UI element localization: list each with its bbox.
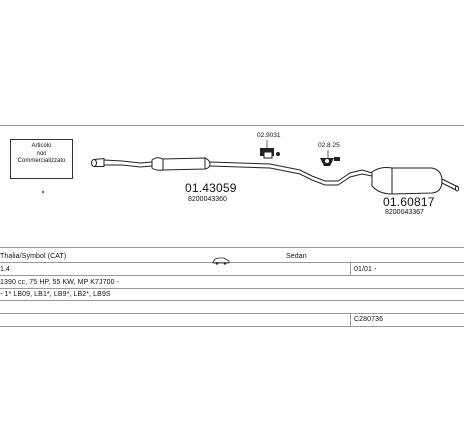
engine-size: 1.4 — [0, 266, 11, 273]
notice-line-2: non — [36, 150, 47, 157]
col-divider — [350, 313, 351, 326]
row-divider — [0, 262, 464, 263]
hanger-clamp-icon — [260, 148, 280, 159]
col-divider — [350, 262, 351, 275]
rear-silencer — [371, 167, 443, 195]
intermediate-pipe — [209, 161, 373, 186]
top-border — [0, 125, 464, 126]
not-available-notice: Articolo non Commercializzato — [10, 139, 73, 179]
notice-line-1: Articolo — [31, 143, 52, 149]
oe-number-rear-silencer: 8200043367 — [385, 209, 424, 216]
row-divider — [0, 313, 464, 314]
part-number-center-silencer[interactable]: 01.43059 — [185, 181, 237, 195]
production-date: 01/01 - — [354, 266, 377, 273]
front-pipe-inlet — [91, 157, 153, 168]
ref-rubber-mount[interactable]: 02.8.25 — [318, 142, 340, 149]
notice-line-3: Commercializzato — [17, 158, 66, 164]
row-divider — [0, 288, 464, 289]
engine-spec: 1390 cc, 75 HP, 55 KW, MP K7J700 - — [0, 279, 120, 286]
center-silencer — [151, 157, 211, 171]
model-name: Thalia/Symbol (CAT) — [0, 253, 67, 260]
exhaust-system-drawing — [0, 140, 464, 248]
row-divider — [0, 326, 464, 327]
ref-clamp[interactable]: 02.9031 — [257, 132, 281, 139]
row-divider — [0, 275, 464, 276]
marker-dot — [42, 191, 44, 193]
car-icon — [212, 252, 230, 270]
tail-pipe — [441, 178, 460, 192]
catalog-id: C280736 — [354, 316, 384, 323]
row-divider — [0, 300, 464, 301]
engine-codes: - 1* LB09, LB1*, LB9*, LB2*, LB9S — [0, 291, 111, 298]
body-type: Sedan — [286, 253, 307, 260]
oe-number-center-silencer: 8200043360 — [188, 196, 227, 203]
rubber-mount-icon — [320, 157, 340, 166]
part-number-rear-silencer[interactable]: 01.60817 — [383, 195, 435, 209]
